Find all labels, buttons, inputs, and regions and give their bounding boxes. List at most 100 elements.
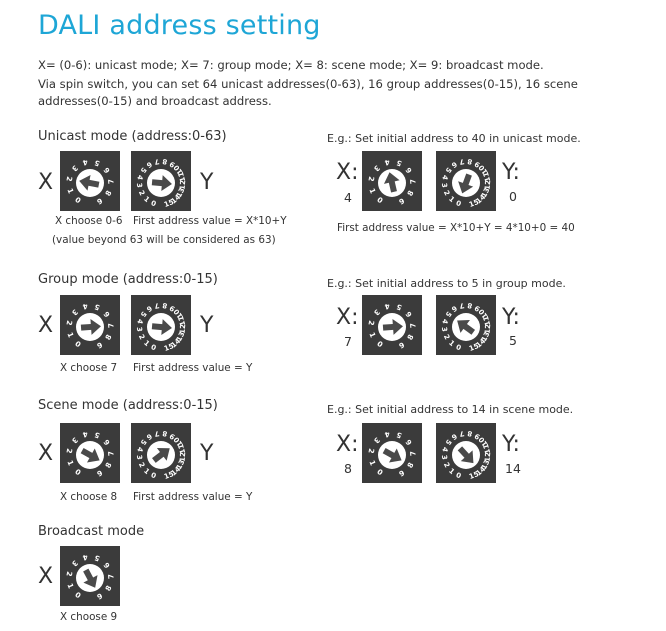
switch-digit: 2 <box>64 176 74 183</box>
switch-digit: 7 <box>106 179 115 185</box>
switch-digit: 13 <box>480 458 492 470</box>
switch-digit: 2 <box>366 176 376 183</box>
switch-digit: 15 <box>468 342 480 353</box>
switch-digit: 4 <box>440 318 449 325</box>
switch-digit: 9 <box>168 303 176 312</box>
switch-digit: 7 <box>106 574 115 580</box>
switch-digit: 1 <box>65 187 75 195</box>
scene-example-title: E.g.: Set initial address to 14 in scene… <box>327 403 574 416</box>
switch-digit: 9 <box>398 340 407 350</box>
switch-digit: 4 <box>135 318 144 325</box>
switch-digit: 1 <box>65 331 75 339</box>
switch-digit: 4 <box>384 430 391 440</box>
switch-digit: 3 <box>70 558 80 568</box>
switch-digit: 2 <box>64 448 74 455</box>
switch-digit: 8 <box>405 461 415 470</box>
switch-digit: 3 <box>440 183 448 189</box>
switch-digit: 3 <box>135 327 143 333</box>
switch-digit: 1 <box>367 331 377 339</box>
switch-digit: 3 <box>135 183 143 189</box>
switch-digit: 11 <box>177 171 187 183</box>
switch-digit: 7 <box>458 157 464 166</box>
switch-digit: 6 <box>102 310 112 319</box>
switch-digit: 0 <box>375 195 384 205</box>
scene-example-x-label: X: <box>336 432 359 457</box>
switch-digit: 9 <box>398 468 407 478</box>
switch-digit: 6 <box>102 166 112 175</box>
switch-digit: 6 <box>450 432 459 441</box>
switch-digit: 6 <box>404 166 414 175</box>
switch-digit: 4 <box>440 446 449 453</box>
switch-digit: 7 <box>153 429 159 438</box>
switch-digit: 1 <box>447 339 456 348</box>
switch-digit: 5 <box>444 438 453 447</box>
switch-digit: 3 <box>372 435 382 445</box>
switch-digit: 15 <box>468 198 480 209</box>
switch-digit: 0 <box>73 195 82 205</box>
switch-digit: 0 <box>455 199 462 208</box>
switch-digit: 0 <box>375 339 384 349</box>
switch-digit: 7 <box>458 429 464 438</box>
switch-digit: 1 <box>142 467 151 476</box>
group-section-title: Group mode (address:0-15) <box>38 272 218 287</box>
unicast-caption-first: First address value = X*10+Y <box>133 215 287 227</box>
switch-digit: 9 <box>96 340 105 350</box>
switch-digit: 5 <box>93 302 101 312</box>
switch-digit: 4 <box>384 302 391 312</box>
switch-digit: 7 <box>106 451 115 457</box>
switch-digit: 9 <box>96 468 105 478</box>
group-x-label: X <box>38 313 54 338</box>
switch-digit: 3 <box>440 455 448 461</box>
switch-digit: 8 <box>162 157 168 166</box>
group-caption-x: X choose 7 <box>60 362 118 374</box>
intro-line-3: addresses(0-15) and broadcast address. <box>38 94 272 108</box>
broadcast-section-title: Broadcast mode <box>38 524 145 539</box>
unicast-example-y-label: Y: <box>502 160 520 185</box>
switch-digit: 5 <box>93 553 101 563</box>
switch-digit: 7 <box>458 301 464 310</box>
switch-digit: 4 <box>82 553 89 563</box>
switch-digit: 11 <box>482 443 492 455</box>
switch-digit: 13 <box>480 186 492 198</box>
group-y-label: Y <box>200 313 214 338</box>
switch-digit: 13 <box>175 186 187 198</box>
switch-digit: 1 <box>447 195 456 204</box>
switch-digit: 4 <box>82 302 89 312</box>
switch-digit: 12 <box>179 180 188 191</box>
broadcast-x-label: X <box>38 564 54 589</box>
switch-digit: 1 <box>367 459 377 467</box>
group-example-y-value: 5 <box>509 333 517 348</box>
switch-digit: 6 <box>404 310 414 319</box>
switch-digit: 0 <box>73 339 82 349</box>
switch-digit: 9 <box>473 431 481 440</box>
scene-y-label: Y <box>200 441 214 466</box>
switch-digit: 5 <box>139 310 148 319</box>
switch-digit: 0 <box>73 467 82 477</box>
switch-digit: 6 <box>145 432 154 441</box>
switch-digit: 1 <box>142 339 151 348</box>
switch-digit: 4 <box>82 158 89 168</box>
switch-digit: 11 <box>177 443 187 455</box>
switch-digit: 5 <box>395 158 403 168</box>
switch-digit: 7 <box>106 323 115 329</box>
scene-section-title: Scene mode (address:0-15) <box>38 398 218 413</box>
switch-digit: 0 <box>375 467 384 477</box>
switch-digit: 5 <box>395 302 403 312</box>
switch-digit: 0 <box>150 343 157 352</box>
switch-digit: 5 <box>139 166 148 175</box>
switch-digit: 6 <box>450 160 459 169</box>
switch-digit: 9 <box>473 159 481 168</box>
unicast-x-label: X <box>38 170 54 195</box>
switch-digit: 4 <box>82 430 89 440</box>
switch-digit: 3 <box>440 327 448 333</box>
switch-digit: 2 <box>137 461 146 469</box>
switch-digit: 13 <box>175 458 187 470</box>
switch-digit: 12 <box>484 452 493 463</box>
switch-digit: 2 <box>442 333 451 341</box>
